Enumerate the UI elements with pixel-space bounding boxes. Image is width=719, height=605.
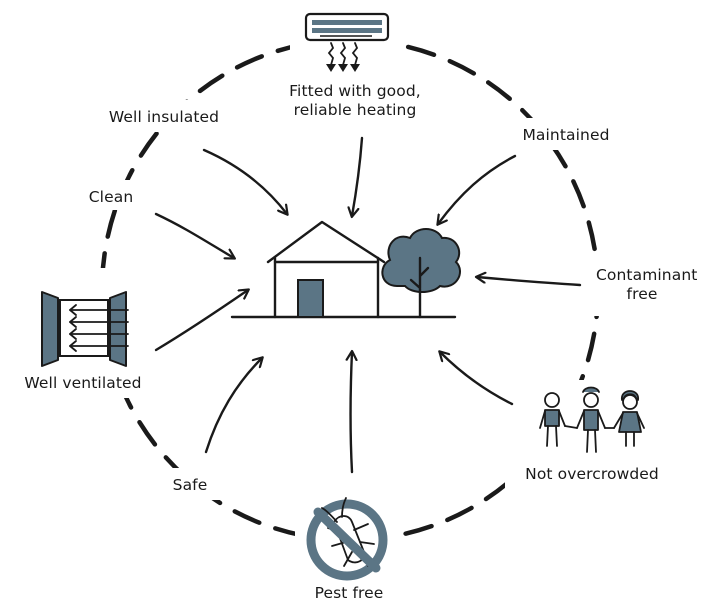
label-insulated: Well insulated xyxy=(108,108,220,126)
arrow-insulated xyxy=(202,148,287,214)
label-heating-line-2: reliable heating xyxy=(293,101,417,119)
label-overcrowded: Not overcrowded xyxy=(525,465,659,483)
arrow-ventilated xyxy=(154,290,248,352)
house-door xyxy=(297,279,324,318)
family-people-icon xyxy=(539,386,645,453)
arrow-overcrowded xyxy=(440,352,514,406)
label-heating: Fitted with good, reliable heating xyxy=(266,82,444,120)
arrow-pest xyxy=(351,352,353,474)
label-contaminant-line-2: free xyxy=(626,285,658,303)
no-cockroach-icon xyxy=(306,497,388,581)
label-clean: Clean xyxy=(88,188,134,206)
arrow-clean xyxy=(154,212,234,258)
label-pest: Pest free xyxy=(314,584,384,602)
label-contaminant-line-1: Contaminant xyxy=(596,266,698,284)
tree-icon xyxy=(381,228,461,319)
arrow-contaminant xyxy=(477,277,582,287)
window-ventilation-icon xyxy=(41,291,129,367)
arrow-safe xyxy=(204,358,262,454)
house-icon xyxy=(266,220,386,319)
label-heating-line-1: Fitted with good, xyxy=(289,82,421,100)
label-ventilated: Well ventilated xyxy=(24,374,142,392)
air-heater-icon xyxy=(304,12,390,72)
label-maintained: Maintained xyxy=(522,126,610,144)
arrow-heating xyxy=(352,136,364,216)
label-contaminant: Contaminant free xyxy=(596,266,698,304)
arrow-maintained xyxy=(438,154,517,224)
label-safe: Safe xyxy=(172,476,208,494)
